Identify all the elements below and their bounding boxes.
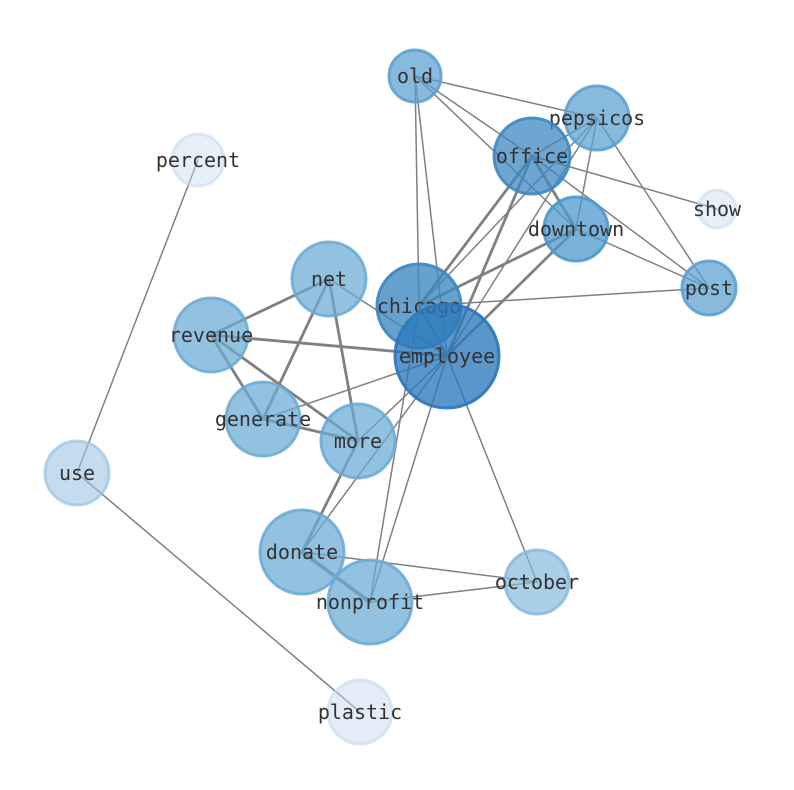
node-label-october: october <box>495 570 579 594</box>
edge-percent-use <box>76 159 199 474</box>
node-label-donate: donate <box>266 540 338 564</box>
node-circle-old[interactable] <box>387 48 443 104</box>
node-percent[interactable]: percent <box>156 132 240 188</box>
node-net[interactable]: net <box>290 240 368 318</box>
node-circle-october[interactable] <box>503 548 571 616</box>
node-old[interactable]: old <box>387 48 443 104</box>
node-circle-revenue[interactable] <box>172 296 250 374</box>
node-label-office: office <box>496 144 568 168</box>
node-label-pepsicos: pepsicos <box>549 106 645 130</box>
edge-use-plastic <box>76 472 361 713</box>
node-office[interactable]: office <box>492 116 572 196</box>
node-post[interactable]: post <box>680 259 738 317</box>
node-circle-post[interactable] <box>680 259 738 317</box>
node-circle-show[interactable] <box>696 188 738 230</box>
node-label-old: old <box>397 64 433 88</box>
node-label-percent: percent <box>156 148 240 172</box>
node-circle-donate[interactable] <box>258 508 346 596</box>
node-nonprofit[interactable]: nonprofit <box>316 558 424 646</box>
node-more[interactable]: more <box>319 402 397 480</box>
node-label-plastic: plastic <box>318 700 402 724</box>
node-label-show: show <box>693 197 742 221</box>
node-label-nonprofit: nonprofit <box>316 590 424 614</box>
node-layer: old pepsicos percent office show downtown net p… <box>43 48 742 746</box>
node-label-generate: generate <box>215 407 311 431</box>
node-use[interactable]: use <box>43 439 111 507</box>
node-downtown[interactable]: downtown <box>528 195 624 263</box>
node-label-downtown: downtown <box>528 217 624 241</box>
node-label-net: net <box>311 267 347 291</box>
node-plastic[interactable]: plastic <box>318 678 402 746</box>
node-donate[interactable]: donate <box>258 508 346 596</box>
node-label-revenue: revenue <box>169 323 253 347</box>
edge-pepsicos-post <box>596 117 710 289</box>
node-generate[interactable]: generate <box>215 380 311 458</box>
node-circle-net[interactable] <box>290 240 368 318</box>
node-revenue[interactable]: revenue <box>169 296 253 374</box>
node-circle-pepsicos[interactable] <box>563 84 631 152</box>
node-label-post: post <box>685 276 733 300</box>
node-circle-percent[interactable] <box>170 132 226 188</box>
node-october[interactable]: october <box>495 548 579 616</box>
node-circle-generate[interactable] <box>224 380 302 458</box>
node-circle-employee[interactable] <box>393 302 501 410</box>
node-label-more: more <box>334 429 382 453</box>
node-circle-more[interactable] <box>319 402 397 480</box>
node-circle-downtown[interactable] <box>542 195 610 263</box>
node-circle-office[interactable] <box>492 116 572 196</box>
node-circle-nonprofit[interactable] <box>326 558 414 646</box>
edge-chicago-post <box>418 287 710 307</box>
node-label-use: use <box>59 461 95 485</box>
node-employee[interactable]: employee <box>393 302 501 410</box>
node-show[interactable]: show <box>693 188 742 230</box>
node-circle-plastic[interactable] <box>326 678 394 746</box>
node-pepsicos[interactable]: pepsicos <box>549 84 645 152</box>
node-label-employee: employee <box>399 344 495 368</box>
node-circle-use[interactable] <box>43 439 111 507</box>
